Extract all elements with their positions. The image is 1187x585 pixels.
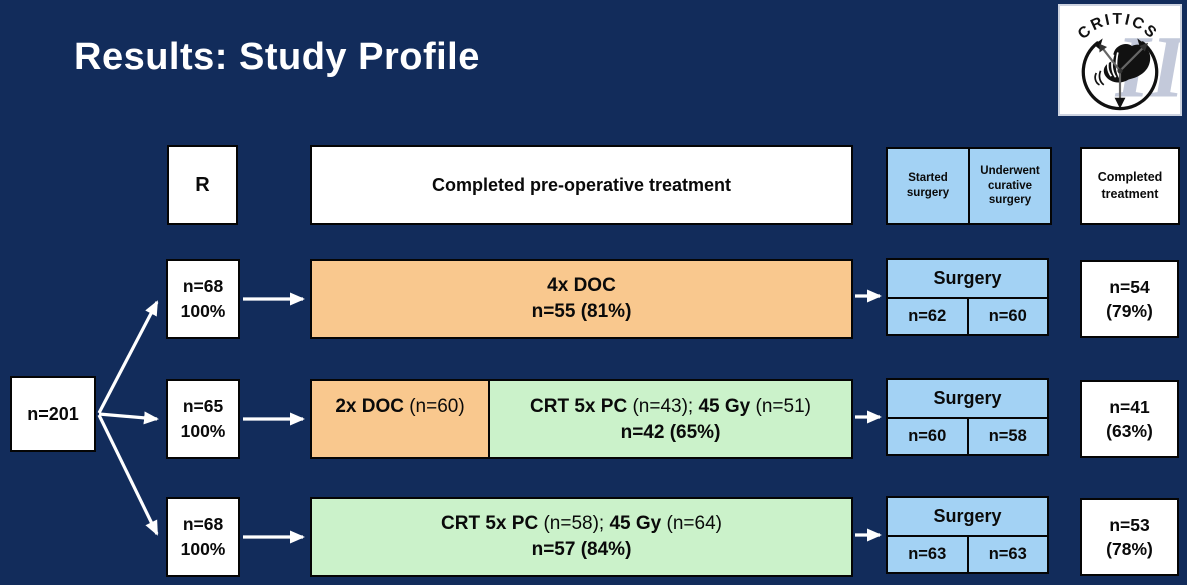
arm3-completed-n: n=53	[1109, 514, 1150, 535]
critics-logo: II CRITICS	[1058, 4, 1187, 117]
arm3-crt-bold2: 45 Gy	[609, 512, 662, 534]
arm1-completed-box: n=54 (79%)	[1080, 260, 1179, 338]
arm3-completed-box: n=53 (78%)	[1080, 498, 1179, 576]
page-title: Results: Study Profile	[74, 36, 480, 78]
arm1-surgery-title: Surgery	[888, 260, 1047, 299]
arm2-crt-line2: n=42 (65%)	[620, 422, 721, 444]
arm2-treatment-box: 2x DOC (n=60) CRT 5x PC (n=43); 45 Gy (n…	[310, 379, 853, 459]
header-surgery-group: Started surgery Underwent curative surge…	[886, 147, 1052, 225]
arm2-surgery-table: Surgery n=60 n=58	[886, 378, 1049, 456]
arm2-crt-segment: CRT 5x PC (n=43); 45 Gy (n=51) n=42 (65%…	[488, 381, 851, 457]
arm2-crt-bold1: CRT 5x PC	[530, 396, 628, 417]
arm3-crt-line2: n=57 (84%)	[531, 539, 632, 560]
arm1-completed-pct: (79%)	[1106, 301, 1153, 321]
arm2-chemo-segment: 2x DOC (n=60)	[312, 381, 488, 457]
header-completed-treatment: Completed treatment	[1080, 147, 1180, 225]
enrollment-label: n=201	[27, 403, 79, 424]
arm1-completed-n: n=54	[1109, 276, 1150, 297]
arm3-surgery-title: Surgery	[888, 498, 1047, 537]
arm2-surgery-curative: n=58	[966, 419, 1048, 454]
enrollment-box: n=201	[10, 376, 96, 452]
arm1-randomized-box: n=68 100%	[166, 259, 240, 339]
critics-logo-icon: II CRITICS	[1075, 11, 1187, 117]
arm1-treatment-line1: 4x DOC	[547, 274, 616, 296]
arm2-completed-box: n=41 (63%)	[1080, 380, 1179, 458]
arm3-randomized-box: n=68 100%	[166, 497, 240, 577]
arm2-completed-pct: (63%)	[1106, 421, 1153, 441]
arm3-surgery-started: n=63	[908, 545, 947, 563]
header-randomization: R	[167, 145, 238, 225]
arm3-randomized-pct: 100%	[180, 539, 226, 559]
header-randomization-label: R	[195, 173, 210, 196]
arm1-treatment-line2: n=55 (81%)	[531, 301, 632, 322]
arm1-surgery-started: n=62	[908, 307, 947, 325]
arm3-crt-normal2: (n=64)	[661, 512, 722, 534]
arm3-crt-normal1: (n=58);	[538, 512, 610, 534]
arm2-crt-normal1: (n=43);	[627, 396, 699, 417]
arm2-randomized-n: n=65	[182, 395, 224, 416]
arm2-chemo-normal: (n=60)	[403, 396, 465, 417]
arm1-randomized-pct: 100%	[180, 301, 226, 321]
arm1-randomized-n: n=68	[182, 275, 224, 296]
arm2-randomized-box: n=65 100%	[166, 379, 240, 459]
arm3-surgery-table: Surgery n=63 n=63	[886, 496, 1049, 574]
arm1-treatment-box: 4x DOC n=55 (81%)	[310, 259, 853, 339]
arm3-completed-pct: (78%)	[1106, 539, 1153, 559]
arm2-surgery-started: n=60	[908, 427, 947, 445]
arm3-treatment-box: CRT 5x PC (n=58); 45 Gy (n=64) n=57 (84%…	[310, 497, 853, 577]
header-started-surgery: Started surgery	[906, 172, 950, 199]
header-preop-treatment: Completed pre-operative treatment	[310, 145, 853, 225]
arm3-surgery-curative: n=63	[966, 537, 1048, 572]
arm2-randomized-pct: 100%	[180, 421, 226, 441]
header-underwent-curative-surgery: Underwent curative surgery	[968, 149, 1050, 223]
arm2-surgery-title: Surgery	[888, 380, 1047, 419]
arm1-surgery-curative: n=60	[966, 299, 1048, 334]
arm3-crt-bold1: CRT 5x PC	[441, 512, 539, 534]
arm2-crt-bold2: 45 Gy	[698, 396, 751, 417]
header-preop-label: Completed pre-operative treatment	[431, 174, 732, 195]
arm2-completed-n: n=41	[1109, 396, 1150, 417]
arm2-crt-normal2: (n=51)	[750, 396, 811, 417]
arm1-surgery-table: Surgery n=62 n=60	[886, 258, 1049, 336]
arm3-randomized-n: n=68	[182, 513, 224, 534]
arm2-chemo-bold: 2x DOC	[335, 396, 404, 417]
